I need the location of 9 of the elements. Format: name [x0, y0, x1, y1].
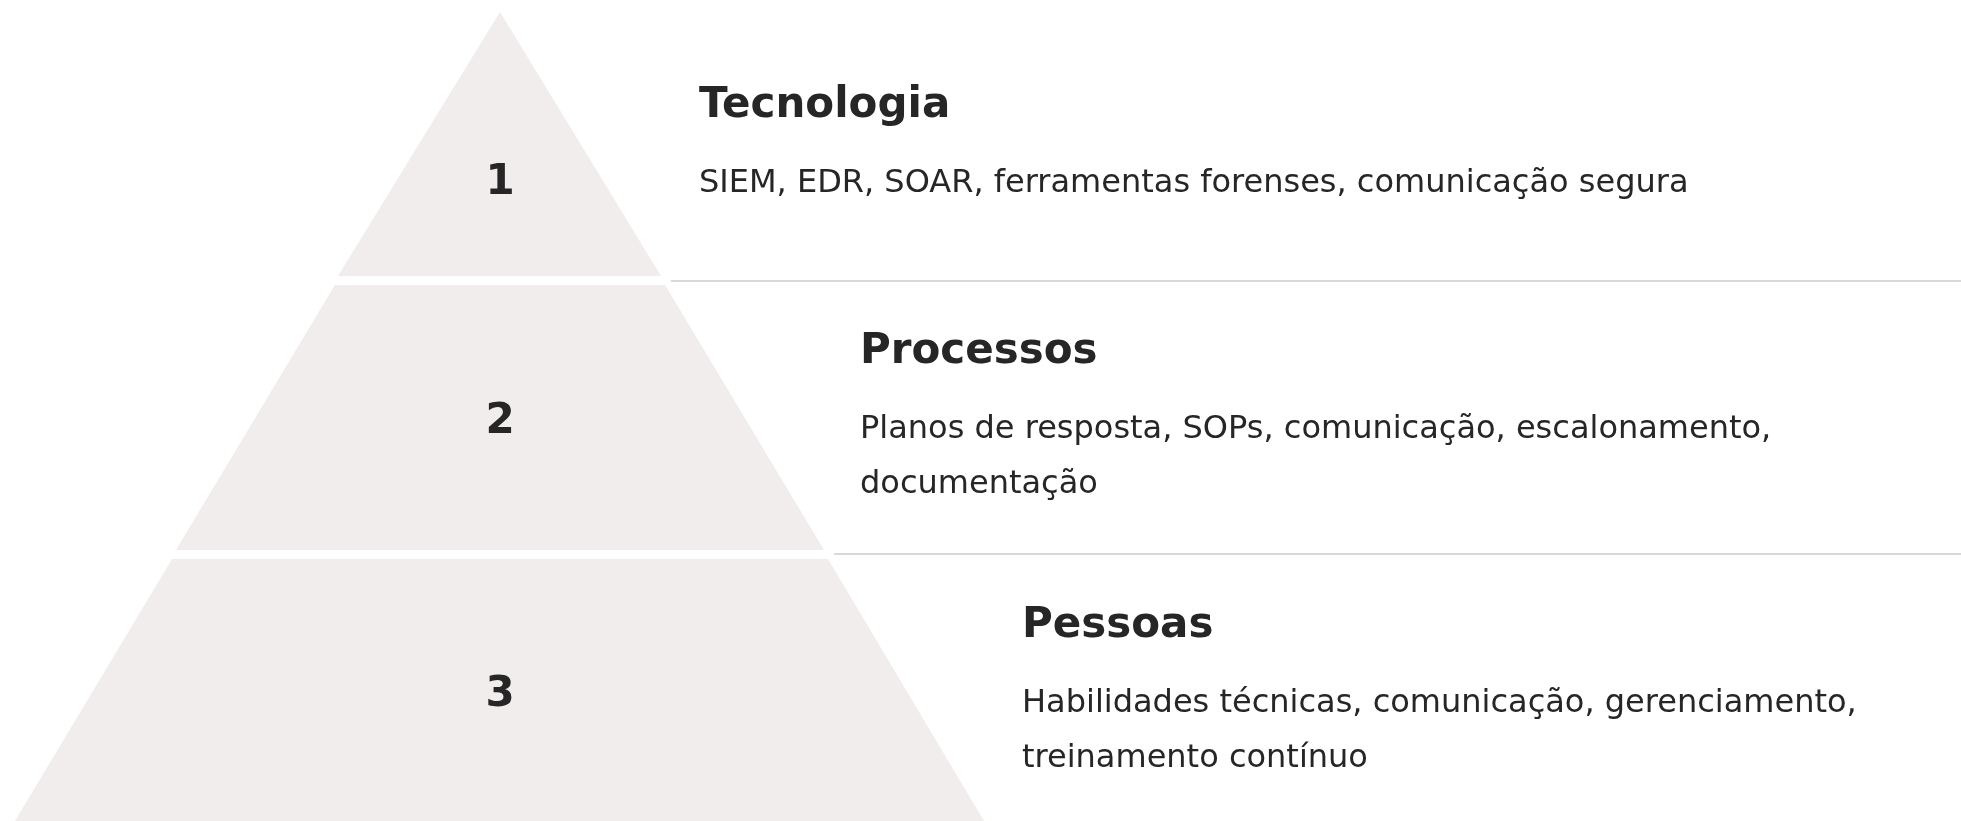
tier-number: 3 — [485, 666, 515, 716]
tier-description: Planos de resposta, SOPs, comunicação, escalonamento, documentação — [860, 407, 1773, 503]
tier-heading: Pessoas — [1022, 598, 1214, 647]
tier-number: 1 — [485, 154, 515, 204]
tier-number: 2 — [485, 393, 515, 443]
tier-heading: Tecnologia — [699, 78, 951, 127]
tier-heading: Processos — [860, 324, 1098, 373]
tier-description: Habilidades técnicas, comunicação, gerenciamento, treinamento contínuo — [1022, 681, 1858, 777]
tier-description: SIEM, EDR, SOAR, ferramentas forenses, comunicação segura — [699, 161, 1690, 202]
